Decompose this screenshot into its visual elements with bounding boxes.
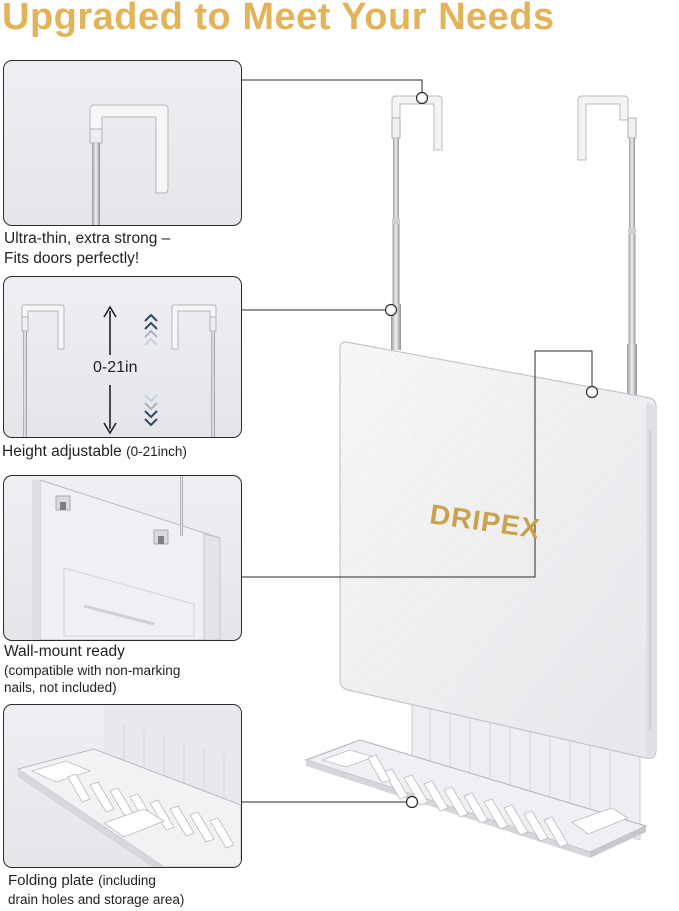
feature-panel-height: 0-21in xyxy=(3,276,242,438)
telescopic-rod-left xyxy=(391,117,401,350)
height-range-label: 0-21in xyxy=(93,359,138,376)
hook-detail-illustration xyxy=(89,104,169,225)
caption-wall-mount: Wall-mount ready (compatible with non-ma… xyxy=(4,643,181,695)
storage-box xyxy=(339,341,657,759)
folding-plate xyxy=(304,739,648,858)
door-hook-left xyxy=(391,95,443,151)
caption-height: Height adjustable (0-21inch) xyxy=(2,443,187,460)
page-title: Upgraded to Meet Your Needs xyxy=(2,0,555,38)
feature-panel-wall-mount xyxy=(3,475,242,641)
wall-mount-detail-illustration xyxy=(32,476,221,640)
telescopic-rod-right xyxy=(627,117,637,396)
feature-panel-folding-plate xyxy=(3,704,242,868)
feature-panel-hook xyxy=(3,60,242,226)
caption-folding-plate: Folding plate (including drain holes and… xyxy=(8,872,185,907)
door-hook-right xyxy=(577,95,629,161)
caption-hook: Ultra-thin, extra strong – Fits doors pe… xyxy=(4,230,171,267)
folding-plate-detail-illustration xyxy=(16,705,241,867)
height-detail-illustration xyxy=(21,304,217,437)
